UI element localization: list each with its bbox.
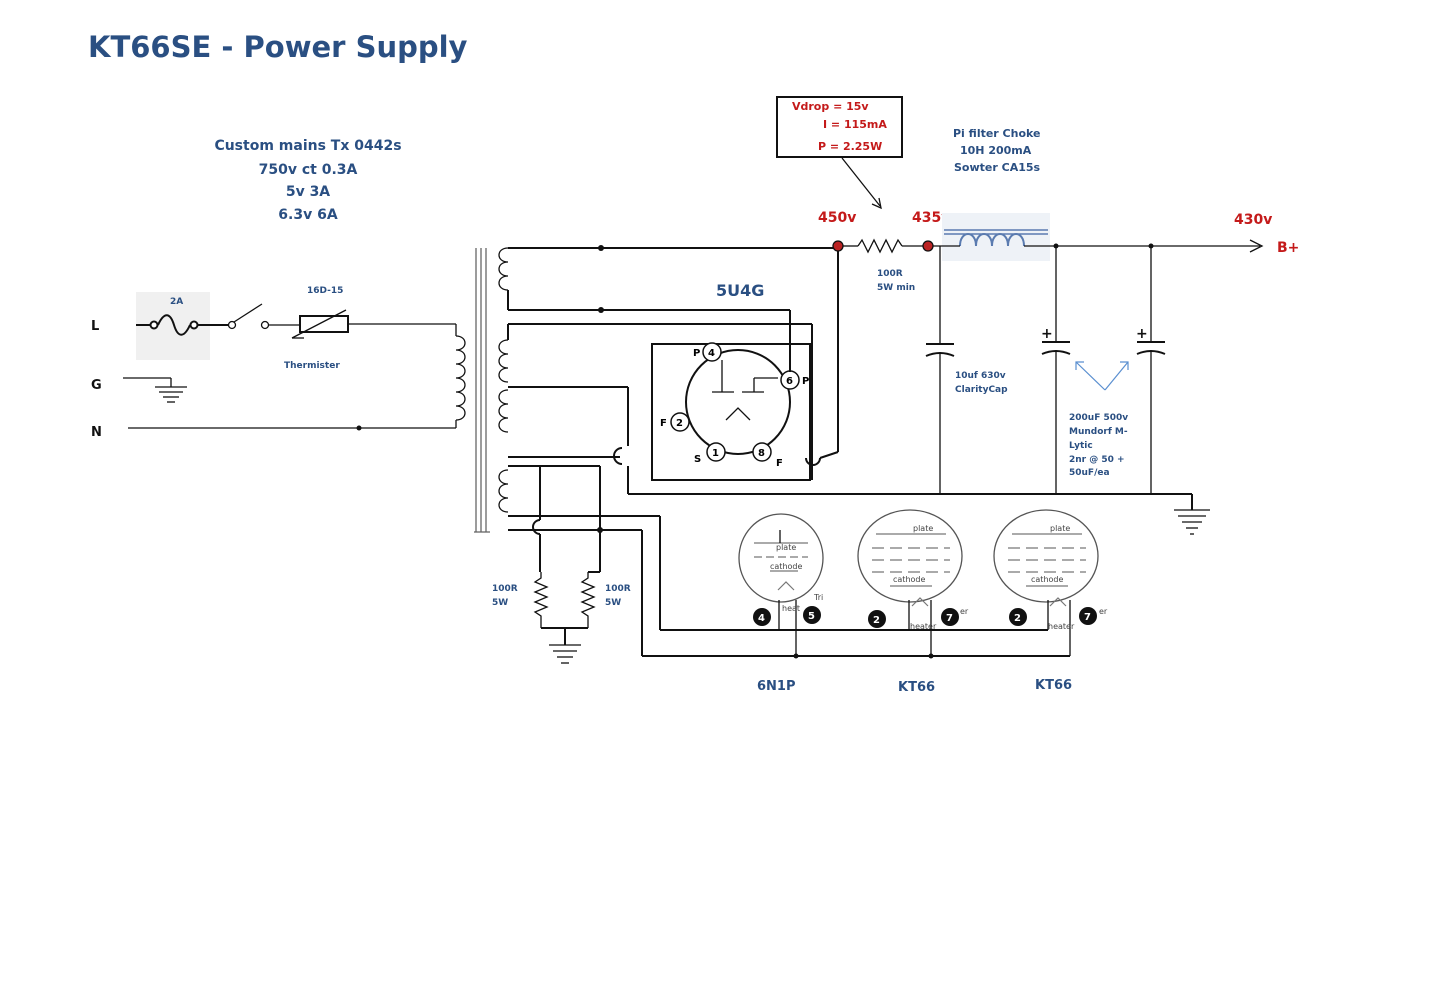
tube-6n1p-pin-a: 4	[758, 613, 765, 624]
tube-kt66-a-heater: heater	[910, 622, 937, 631]
cap-10uf-line-2: ClarityCap	[955, 385, 1008, 395]
neutral-label: N	[91, 425, 102, 440]
page-title: KT66SE - Power Supply	[88, 30, 468, 64]
svg-text:P: P	[693, 348, 700, 359]
vdrop-box	[776, 96, 903, 158]
svg-text:8: 8	[758, 448, 765, 459]
voltage-450: 450v	[818, 210, 856, 226]
cap-200uf-a: +	[1041, 246, 1071, 494]
choke-line-3: Sowter CA15s	[954, 161, 1041, 174]
heater-resistor-right-value: 100R	[605, 584, 631, 594]
mains-switch	[227, 303, 300, 330]
tube-6n1p-extra: Tri	[813, 593, 823, 602]
mains-ground	[123, 377, 187, 403]
heater-resistor-right	[580, 572, 596, 628]
svg-text:F: F	[660, 418, 667, 429]
cap-200uf-line-5: 50uF/ea	[1069, 468, 1110, 478]
transformer-line-3: 5v 3A	[286, 184, 330, 200]
svg-text:2: 2	[676, 418, 683, 429]
cap-200uf-line-3: Lytic	[1069, 441, 1093, 451]
heater-resistor-left	[533, 572, 549, 628]
svg-text:+: +	[1136, 326, 1148, 342]
rectifier-tube	[651, 343, 811, 481]
tube-6n1p-heater: heat	[782, 604, 800, 613]
thermistor-symbol	[291, 309, 456, 339]
transformer-line-2: 750v ct 0.3A	[259, 162, 358, 178]
dropping-resistor-value: 100R	[877, 269, 903, 279]
tube-kt66-b-name: KT66	[1035, 678, 1072, 693]
testpoint-450	[832, 240, 844, 252]
transformer-primary	[455, 324, 466, 428]
tube-6n1p	[738, 513, 824, 656]
heater-secondary	[498, 465, 660, 572]
cap-10uf-line-1: 10uf 630v	[955, 371, 1006, 381]
b-plus-arrow	[1249, 239, 1264, 253]
vdrop-current: I = 115mA	[823, 118, 887, 131]
vdrop-text: Vdrop = 15v	[792, 100, 869, 113]
tube-kt66-b-heater: heater	[1048, 622, 1075, 631]
tube-kt66-a-plate: plate	[913, 524, 933, 533]
svg-text:S: S	[694, 454, 701, 465]
choke-symbol	[933, 213, 1260, 261]
cap-200uf-line-2: Mundorf M-	[1069, 427, 1128, 437]
svg-text:P: P	[802, 376, 809, 387]
tube-kt66-b-extra: er	[1099, 607, 1108, 616]
transformer-description: Custom mains Tx 0442s 750v ct 0.3A 5v 3A…	[214, 138, 401, 223]
svg-text:4: 4	[708, 348, 715, 359]
dropping-resistor-rating: 5W min	[877, 283, 915, 293]
tube-6n1p-cathode: cathode	[770, 562, 802, 571]
thermistor-label: Thermister	[284, 361, 340, 371]
voltage-435: 435v	[912, 210, 950, 226]
rectifier-heater-secondary	[498, 323, 813, 494]
live-label: L	[91, 319, 99, 334]
cap-10uf	[925, 246, 955, 494]
tube-kt66-a-pin-a: 2	[873, 615, 880, 626]
tube-kt66-b-pin-b: 7	[1084, 612, 1091, 623]
svg-text:1: 1	[712, 448, 719, 459]
dropping-resistor	[843, 238, 923, 254]
vdrop-arrow	[841, 157, 881, 207]
choke-line-1: Pi filter Choke	[953, 127, 1041, 140]
cap-200uf-line-4: 2nr @ 50 +	[1069, 455, 1125, 465]
transformer-line-4: 6.3v 6A	[278, 207, 338, 223]
heater-ground	[549, 644, 581, 664]
fuse-label: 2A	[170, 297, 183, 307]
heater-resistor-left-value: 100R	[492, 584, 518, 594]
tube-6n1p-name: 6N1P	[757, 679, 796, 694]
transformer-core	[474, 248, 490, 533]
rail-ground	[1174, 509, 1210, 535]
heater-resistor-left-rating: 5W	[492, 598, 508, 608]
rectifier-pins: 4 P 6 P 2 F 1 S 8 F	[660, 342, 809, 469]
svg-text:6: 6	[786, 376, 793, 387]
cap-pointer-arrows	[1075, 361, 1129, 391]
tube-kt66-b-cathode: cathode	[1031, 575, 1063, 584]
tube-kt66-a	[857, 509, 963, 656]
tube-kt66-b-plate: plate	[1050, 524, 1070, 533]
cap-200uf-line-1: 200uF 500v	[1069, 413, 1128, 423]
ht-secondary	[498, 245, 838, 313]
rectifier-label: 5U4G	[716, 281, 764, 300]
voltage-430: 430v	[1234, 212, 1272, 228]
heater-resistor-right-rating: 5W	[605, 598, 621, 608]
b-plus-label: B+	[1277, 240, 1299, 256]
cap-200uf-b: +	[1136, 246, 1166, 494]
tube-6n1p-pin-b: 5	[808, 611, 815, 622]
tube-kt66-a-extra: er	[960, 607, 969, 616]
transformer-line-1: Custom mains Tx 0442s	[214, 138, 401, 154]
testpoint-435	[922, 240, 934, 252]
tube-6n1p-plate: plate	[776, 543, 796, 552]
tube-kt66-a-pin-b: 7	[946, 613, 953, 624]
fuse-symbol	[136, 314, 228, 336]
svg-text:F: F	[776, 458, 783, 469]
tube-kt66-a-cathode: cathode	[893, 575, 925, 584]
svg-text:+: +	[1041, 326, 1053, 342]
tube-kt66-b	[993, 509, 1099, 656]
ground-label: G	[91, 378, 102, 393]
tube-kt66-a-name: KT66	[898, 680, 935, 695]
vdrop-power: P = 2.25W	[818, 140, 882, 153]
thermistor-part: 16D-15	[307, 286, 343, 296]
tube-kt66-b-pin-a: 2	[1014, 613, 1021, 624]
choke-line-2: 10H 200mA	[960, 144, 1032, 157]
